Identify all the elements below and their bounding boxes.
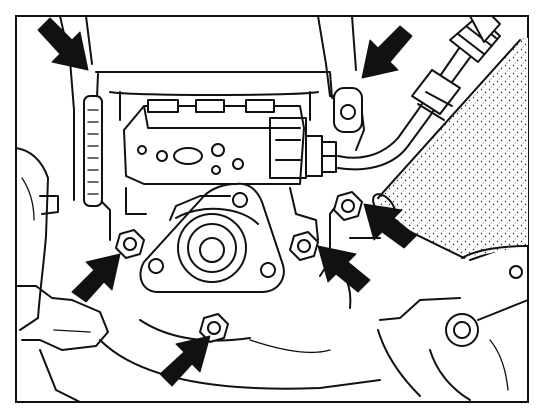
graduated-strip <box>83 95 103 207</box>
manifold-block <box>123 99 307 185</box>
arrow-icon <box>361 25 413 79</box>
pressure-hose <box>337 15 501 171</box>
support-bracket <box>125 187 319 241</box>
arrow-icon <box>37 17 89 71</box>
arrow-icon <box>363 203 417 249</box>
pump-flange <box>139 182 285 293</box>
reservoir-pipe <box>372 38 529 259</box>
mounting-bolt <box>289 231 319 261</box>
hex-fitting <box>305 135 337 177</box>
arrow-icon <box>159 335 211 387</box>
arrow-icon <box>317 245 371 293</box>
banjo-fitting <box>333 87 363 133</box>
mounting-bolt <box>199 313 229 343</box>
mounting-bolt <box>115 229 145 259</box>
mounting-bolt <box>333 191 363 221</box>
arrow-icon <box>71 253 121 303</box>
